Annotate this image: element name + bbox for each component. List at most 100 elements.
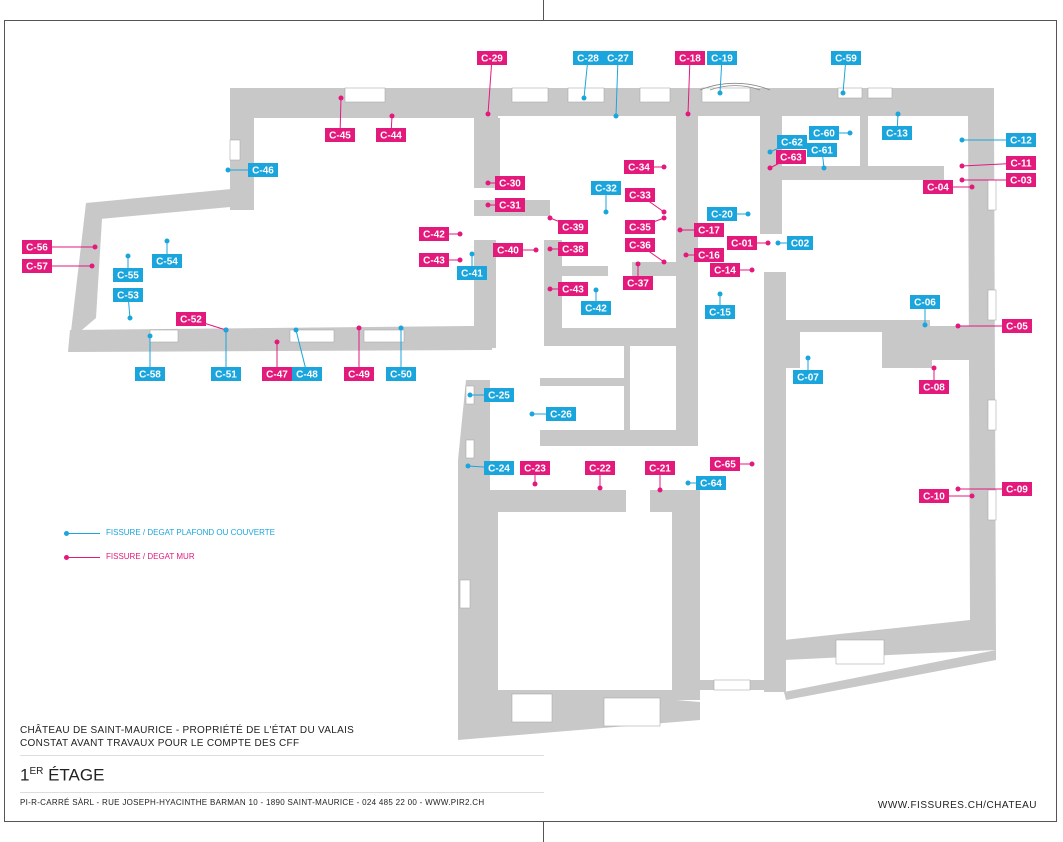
company-address: PI-R-CARRÉ SÀRL - RUE JOSEPH-HYACINTHE B… — [20, 797, 485, 807]
marker-c-12[interactable]: C-12 — [959, 133, 1037, 147]
marker-tag — [1002, 319, 1032, 333]
marker-label: C-08 — [923, 383, 945, 394]
marker-c-51[interactable]: C-51 — [211, 327, 241, 382]
marker-c-19[interactable]: C-19 — [707, 51, 737, 96]
marker-dot — [717, 291, 723, 297]
marker-c-11[interactable]: C-11 — [959, 156, 1037, 170]
marker-c-42[interactable]: C-42 — [581, 287, 611, 316]
marker-c-60[interactable]: C-60 — [809, 126, 853, 140]
marker-dot — [547, 246, 553, 252]
marker-c-33[interactable]: C-33 — [625, 188, 667, 215]
marker-c-42[interactable]: C-42 — [419, 227, 463, 241]
marker-c-59[interactable]: C-59 — [831, 51, 861, 96]
marker-c-04[interactable]: C-04 — [923, 180, 975, 194]
marker-c02[interactable]: C02 — [775, 236, 814, 250]
marker-c-03[interactable]: C-03 — [959, 173, 1037, 187]
marker-dot — [223, 327, 229, 333]
marker-c-35[interactable]: C-35 — [625, 215, 667, 235]
marker-label: C-03 — [1010, 176, 1032, 187]
marker-c-36[interactable]: C-36 — [625, 238, 667, 265]
marker-dot — [398, 325, 404, 331]
marker-dot — [125, 253, 131, 259]
marker-dot — [685, 111, 691, 117]
marker-c-50[interactable]: C-50 — [386, 325, 416, 382]
marker-c-55[interactable]: C-55 — [113, 253, 143, 283]
marker-c-61[interactable]: C-61 — [807, 143, 837, 171]
marker-label: C-43 — [423, 256, 445, 267]
marker-c-65[interactable]: C-65 — [710, 457, 755, 471]
marker-c-64[interactable]: C-64 — [685, 476, 727, 490]
marker-label: C-25 — [488, 391, 510, 402]
marker-dot — [547, 215, 553, 221]
marker-c-43[interactable]: C-43 — [419, 253, 463, 267]
marker-c-49[interactable]: C-49 — [344, 325, 374, 382]
marker-c-21[interactable]: C-21 — [645, 461, 675, 493]
title-block: CHÂTEAU DE SAINT-MAURICE - PROPRIÉTÉ DE … — [20, 724, 544, 807]
marker-c-53[interactable]: C-53 — [113, 288, 143, 321]
marker-label: C-33 — [629, 191, 651, 202]
marker-label: C-62 — [781, 138, 803, 149]
marker-c-22[interactable]: C-22 — [585, 461, 615, 491]
marker-dot — [657, 487, 663, 493]
marker-label: C-01 — [731, 239, 753, 250]
marker-dot — [847, 130, 853, 136]
marker-c-24[interactable]: C-24 — [465, 461, 515, 475]
marker-label: C-61 — [811, 146, 833, 157]
floor-suffix: ER — [29, 766, 44, 777]
marker-c-48[interactable]: C-48 — [292, 327, 322, 382]
marker-tag — [675, 51, 705, 65]
marker-c-56[interactable]: C-56 — [22, 240, 98, 254]
marker-c-14[interactable]: C-14 — [710, 263, 755, 277]
marker-label: C-64 — [700, 479, 722, 490]
marker-c-05[interactable]: C-05 — [955, 319, 1033, 333]
marker-c-58[interactable]: C-58 — [135, 333, 165, 382]
marker-c-15[interactable]: C-15 — [705, 291, 735, 320]
marker-c-44[interactable]: C-44 — [376, 113, 406, 143]
marker-dot — [485, 180, 491, 186]
website-link[interactable]: WWW.FISSURES.CH/CHATEAU — [877, 800, 1037, 811]
marker-c-43[interactable]: C-43 — [547, 282, 589, 296]
marker-c-20[interactable]: C-20 — [707, 207, 751, 221]
marker-c-08[interactable]: C-08 — [919, 365, 949, 395]
marker-c-39[interactable]: C-39 — [547, 215, 589, 235]
marker-c-25[interactable]: C-25 — [467, 388, 515, 402]
marker-c-29[interactable]: C-29 — [477, 51, 507, 117]
marker-c-47[interactable]: C-47 — [262, 339, 292, 382]
marker-c-10[interactable]: C-10 — [919, 489, 975, 503]
marker-c-41[interactable]: C-41 — [457, 251, 487, 281]
marker-label: C-05 — [1006, 322, 1028, 333]
marker-c-63[interactable]: C-63 — [767, 150, 807, 171]
marker-c-31[interactable]: C-31 — [485, 198, 526, 212]
floor-label: ÉTAGE — [43, 765, 105, 785]
marker-c-07[interactable]: C-07 — [793, 355, 823, 385]
marker-c-46[interactable]: C-46 — [225, 163, 279, 177]
marker-c-16[interactable]: C-16 — [683, 248, 725, 262]
marker-c-45[interactable]: C-45 — [325, 95, 355, 143]
marker-c-18[interactable]: C-18 — [675, 51, 705, 117]
marker-c-27[interactable]: C-27 — [603, 51, 633, 119]
marker-c-57[interactable]: C-57 — [22, 259, 95, 273]
legend-wall-label: FISSURE / DEGAT MUR — [106, 552, 195, 561]
marker-label: C-51 — [215, 370, 237, 381]
marker-label: C-58 — [139, 370, 161, 381]
marker-c-40[interactable]: C-40 — [493, 243, 539, 257]
marker-c-28[interactable]: C-28 — [573, 51, 603, 101]
marker-c-30[interactable]: C-30 — [485, 176, 526, 190]
marker-c-54[interactable]: C-54 — [152, 238, 182, 269]
marker-dot — [683, 252, 689, 258]
marker-c-38[interactable]: C-38 — [547, 242, 589, 256]
marker-c-34[interactable]: C-34 — [624, 160, 667, 174]
marker-c-13[interactable]: C-13 — [882, 111, 912, 141]
divider — [20, 755, 544, 756]
marker-c-23[interactable]: C-23 — [520, 461, 550, 487]
marker-c-37[interactable]: C-37 — [623, 261, 653, 291]
marker-c-62[interactable]: C-62 — [767, 135, 808, 155]
marker-c-32[interactable]: C-32 — [591, 181, 621, 215]
marker-c-01[interactable]: C-01 — [727, 236, 771, 250]
marker-c-09[interactable]: C-09 — [955, 482, 1033, 496]
marker-dot — [895, 111, 901, 117]
marker-c-26[interactable]: C-26 — [529, 407, 577, 421]
marker-c-06[interactable]: C-06 — [910, 295, 940, 328]
marker-c-17[interactable]: C-17 — [677, 223, 725, 237]
marker-dot — [467, 392, 473, 398]
